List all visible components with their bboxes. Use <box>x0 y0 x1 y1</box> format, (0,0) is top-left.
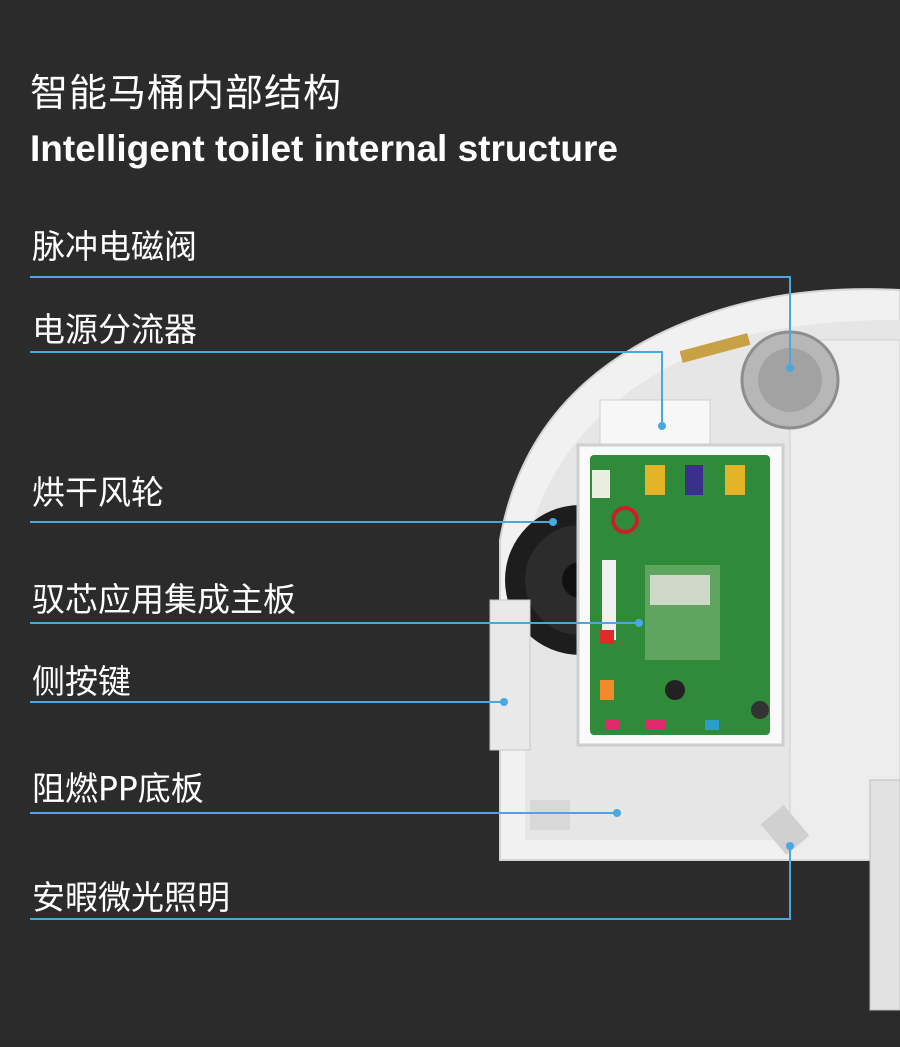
side-button-strip <box>489 599 531 751</box>
leader-line-4 <box>30 622 638 624</box>
drain-pipe <box>869 779 900 1011</box>
label-main-board: 驭芯应用集成主板 <box>32 580 296 619</box>
page-title-cn: 智能马桶内部结构 <box>30 71 343 115</box>
label-night-light: 安暇微光照明 <box>32 878 230 917</box>
page-title-en: Intelligent toilet internal structure <box>30 128 618 169</box>
leader-line-3 <box>30 521 552 523</box>
leader-dot-4 <box>635 619 643 627</box>
leader-line-7-v <box>789 846 791 920</box>
leader-dot-6 <box>613 809 621 817</box>
toilet-internal-illustration <box>489 288 900 1011</box>
leader-dot-7 <box>786 842 794 850</box>
power-splitter-box <box>599 399 711 451</box>
leader-dot-5 <box>500 698 508 706</box>
leader-line-5 <box>30 701 504 703</box>
leader-dot-1 <box>786 364 794 372</box>
label-pulse-solenoid-valve: 脉冲电磁阀 <box>32 227 197 266</box>
leader-line-7-h <box>30 918 791 920</box>
leader-dot-3 <box>549 518 557 526</box>
leader-line-2-v <box>661 351 663 426</box>
leader-line-1-v <box>789 276 791 368</box>
night-light-slot <box>760 805 810 855</box>
leader-line-1-h <box>30 276 791 278</box>
label-side-buttons: 侧按键 <box>32 662 131 701</box>
label-drying-fan-wheel: 烘干风轮 <box>32 473 164 512</box>
solenoid-valve <box>679 330 840 430</box>
label-flame-retardant-pp-base: 阻燃PP底板 <box>32 769 204 808</box>
leader-line-2-h <box>30 351 663 353</box>
main-board <box>590 455 770 735</box>
label-power-splitter: 电源分流器 <box>32 310 197 349</box>
right-frame <box>789 339 900 861</box>
leader-dot-2 <box>658 422 666 430</box>
base-plate-slot <box>530 800 570 830</box>
leader-line-6 <box>30 812 616 814</box>
